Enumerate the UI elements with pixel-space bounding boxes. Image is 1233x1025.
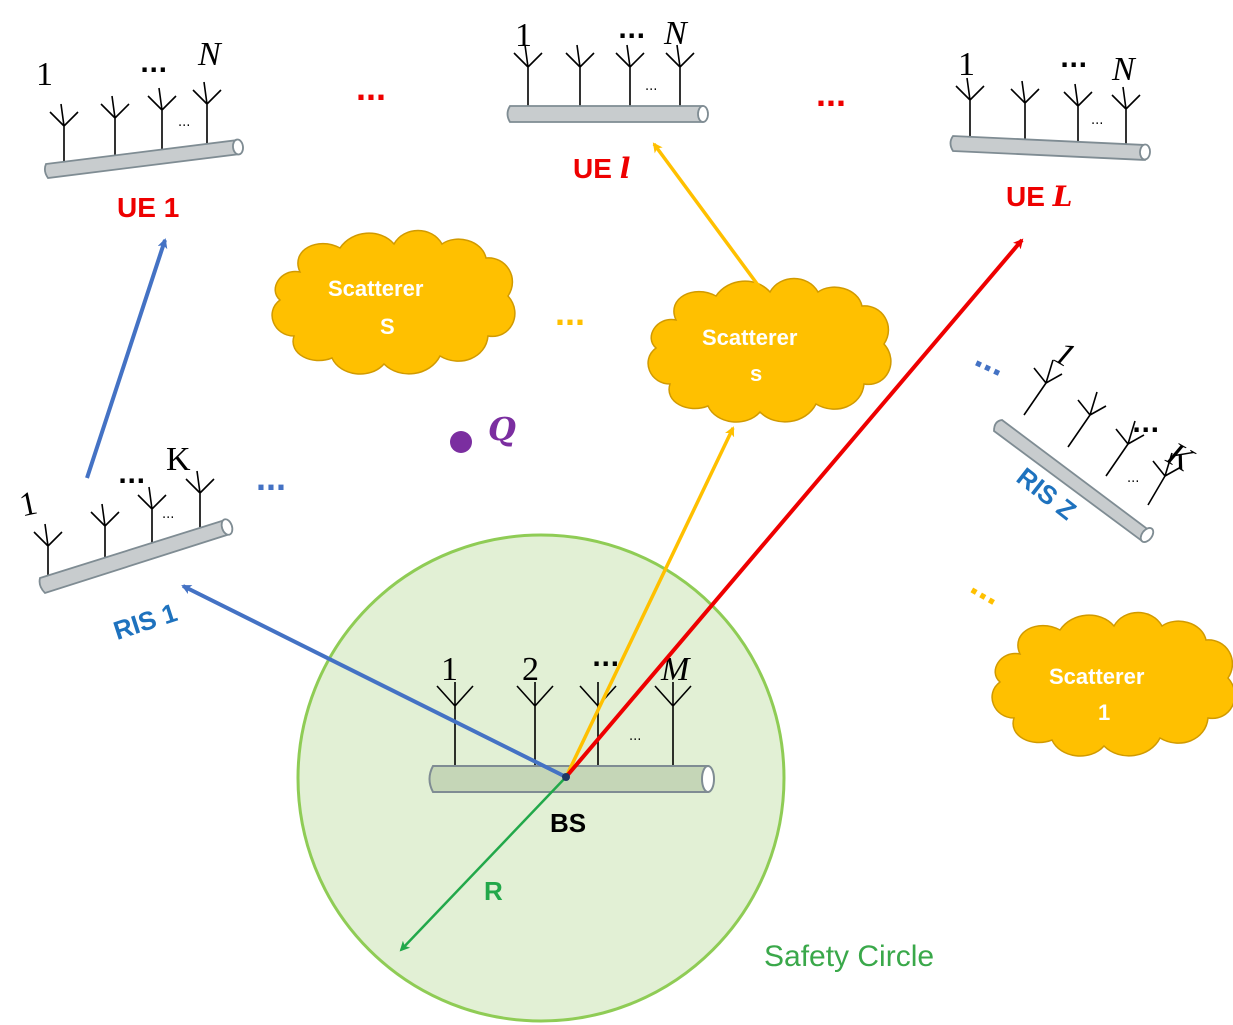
ue-L-index-dots: ... <box>1060 45 1087 73</box>
ue-1-bar <box>43 139 243 179</box>
ris-1-array: 1 ... K ... <box>16 441 234 595</box>
ris-Z-index-dots: ... <box>1132 410 1159 438</box>
bs-bar-end <box>701 765 715 793</box>
ue-l-array: 1 ... N ... <box>506 15 709 123</box>
ue-L-antennas <box>955 77 1141 149</box>
link-bs-to-ue-L <box>564 238 1024 779</box>
ellipsis-ue-1-l: ... <box>356 67 386 108</box>
bs-antenna-label-dots: ... <box>592 644 619 672</box>
ue-1-antennas <box>49 81 222 165</box>
ue-l-index-last: N <box>663 15 689 52</box>
bs-antenna-label-M: M <box>660 651 691 688</box>
scatterer-S: Scatterer S <box>271 229 516 375</box>
scatterer-1: Scatterer 1 <box>991 611 1233 757</box>
ue-L-label-prefix: UE <box>1006 181 1053 212</box>
scatterer-S-line1: Scatterer <box>328 276 424 301</box>
ris-1-bar <box>38 518 232 595</box>
scatterer-s-cloud <box>647 277 892 423</box>
scatterer-s: Scatterer s <box>647 277 892 423</box>
ue-L-index-first: 1 <box>958 46 975 83</box>
bs-origin-dot <box>562 773 570 781</box>
bs-label: BS <box>550 808 586 838</box>
link-bs-to-scatterer-s <box>564 426 735 778</box>
scatterer-1-line1: Scatterer <box>1049 664 1145 689</box>
ris-1-bar-end <box>220 518 234 536</box>
ue-1-index-last: N <box>197 36 223 73</box>
ue-1-index-first: 1 <box>36 56 53 93</box>
point-Q <box>450 431 472 453</box>
ue-L-label-suffix: L <box>1052 180 1073 213</box>
ris-1-index-dots: ... <box>118 461 145 489</box>
ris-Z-under-dots: ... <box>1127 471 1139 486</box>
radius-R-label: R <box>484 876 503 906</box>
ue-1-index-dots: ... <box>140 50 167 78</box>
ue-L-index-last: N <box>1111 51 1137 88</box>
ue-1-label-prefix: UE <box>117 192 164 223</box>
ris-1-index-last: K <box>166 441 191 478</box>
ue-1-under-dots: ... <box>178 115 190 130</box>
scatterer-s-line2: s <box>750 361 762 386</box>
ellipsis-ris-left: ... <box>256 457 286 498</box>
radius-R <box>399 776 567 952</box>
ris-Z-array: 1 ... K ... <box>993 335 1201 543</box>
link-ris-1-to-ue-1 <box>85 238 168 479</box>
ue-l-index-first: 1 <box>515 17 532 54</box>
ue-L-bar-end <box>1139 143 1151 161</box>
ellipsis-ue-l-L: ... <box>816 73 846 114</box>
link-bs-to-ris-1 <box>181 584 567 779</box>
ris-Z-index-first: 1 <box>1048 335 1081 376</box>
ris-Z-bar-end <box>1139 527 1155 543</box>
bs-antenna-label-1: 1 <box>441 651 458 688</box>
scatterer-S-cloud <box>271 229 516 375</box>
ue-l-bar <box>506 105 707 123</box>
ue-L-bar <box>949 135 1149 161</box>
ue-l-label: UE l <box>573 152 630 185</box>
ue-l-antennas <box>513 44 695 106</box>
ue-L-under-dots: ... <box>1091 113 1103 128</box>
link-scatterer-s-to-ue-l <box>652 142 768 298</box>
ue-l-under-dots: ... <box>645 79 657 94</box>
bs-antenna-label-2: 2 <box>522 651 539 688</box>
ue-l-bar-end <box>697 105 709 123</box>
ris-1-under-dots: ... <box>162 507 174 522</box>
ue-1-bar-end <box>232 138 244 156</box>
bs-under-dots: ... <box>629 729 641 744</box>
point-Q-label: Q <box>488 410 516 448</box>
ue-l-label-prefix: UE <box>573 153 620 184</box>
scatterer-1-line2: 1 <box>1098 700 1110 725</box>
ris-1-antennas <box>33 470 215 585</box>
ue-l-label-suffix: l <box>620 152 631 185</box>
scatterer-1-cloud <box>991 611 1233 757</box>
ris-1-label: RIS 1 <box>110 597 181 646</box>
safety-circle-label: Safety Circle <box>764 940 934 973</box>
ellipsis-ris-right: ... <box>969 334 1014 384</box>
ue-L-array: 1 ... N ... <box>949 45 1151 161</box>
ue-1-label: UE 1 <box>117 192 179 223</box>
ris-1-index-first: 1 <box>16 485 40 525</box>
ellipsis-scatterers: ... <box>555 292 585 333</box>
ue-1-array: 1 ... N ... <box>36 36 244 179</box>
scatterer-s-line1: Scatterer <box>702 325 798 350</box>
ris-Z-antennas <box>1023 359 1182 506</box>
ellipsis-scatterers-right: ... <box>964 562 1010 613</box>
ue-L-label: UE L <box>1006 180 1072 213</box>
ue-l-index-dots: ... <box>618 16 645 44</box>
ue-1-label-suffix: 1 <box>164 192 180 223</box>
scatterer-S-line2: S <box>380 314 395 339</box>
